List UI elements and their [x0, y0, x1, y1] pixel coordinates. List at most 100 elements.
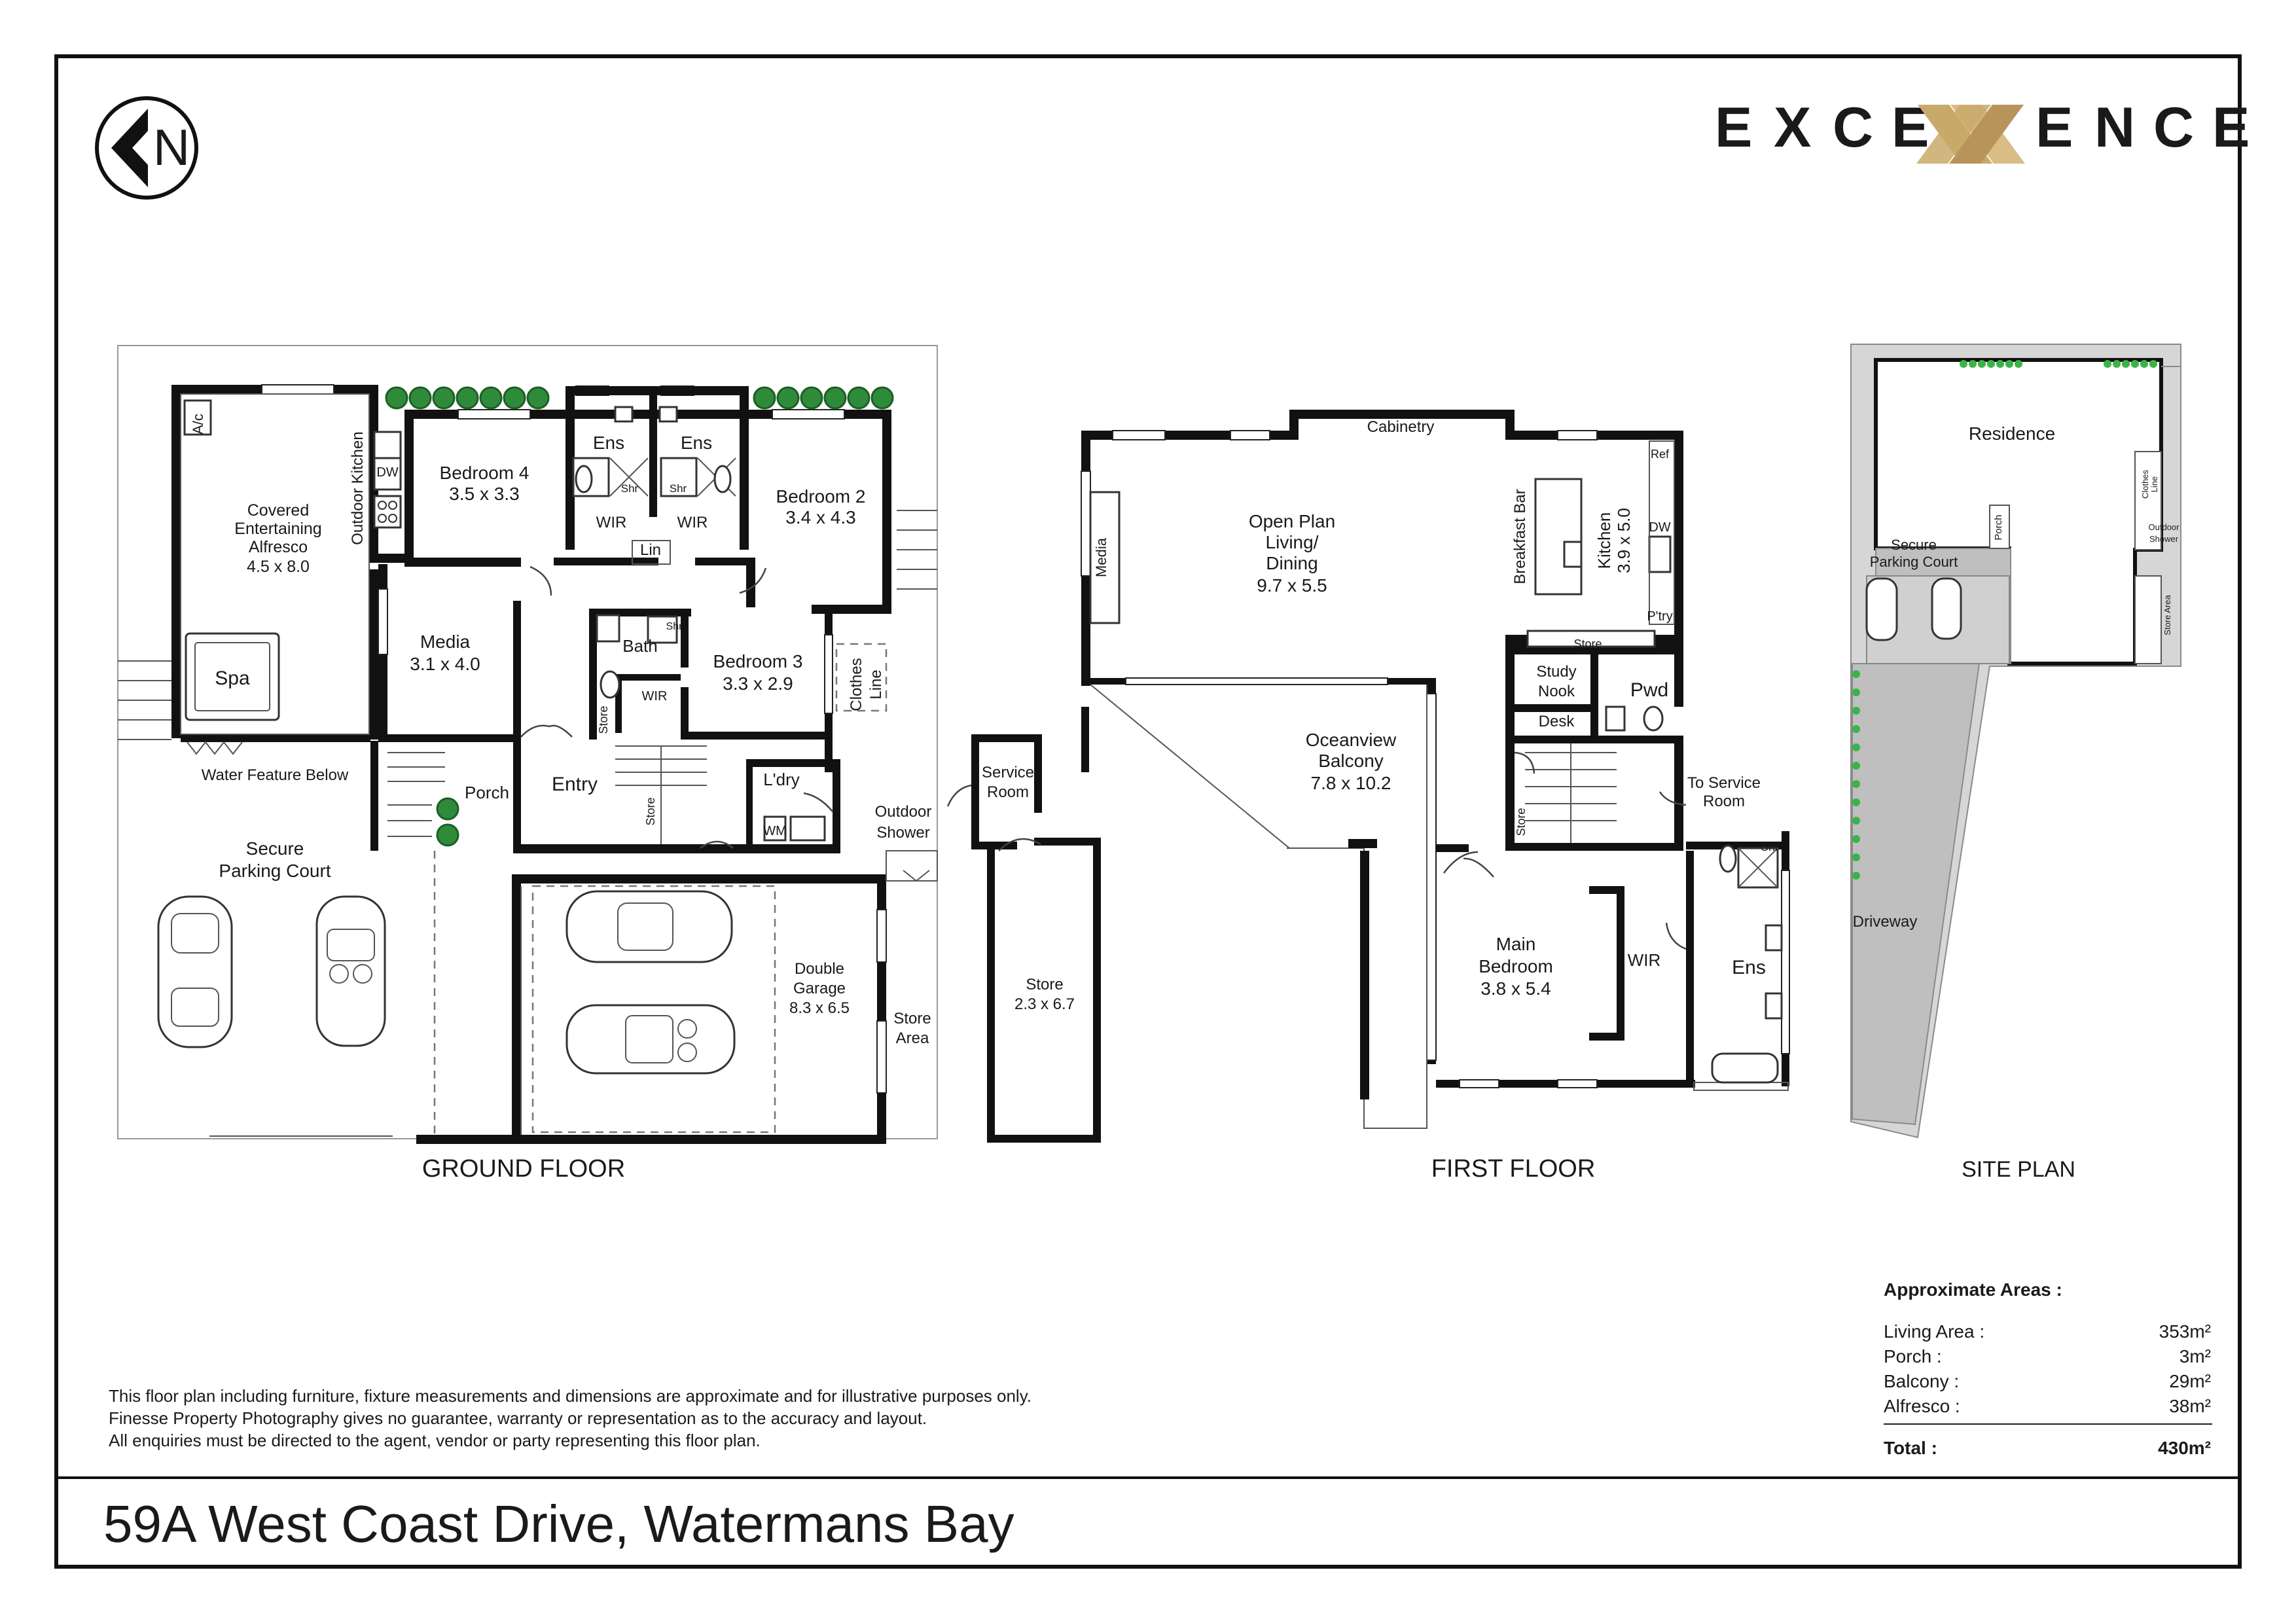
ground-left-steps — [118, 660, 171, 740]
disclaimer: This floor plan including furniture, fix… — [109, 1386, 1031, 1450]
laundry-label: L'dry — [763, 770, 800, 789]
store-area-label: Store — [893, 1010, 931, 1027]
main-bed-size: 3.8 x 5.4 — [1480, 978, 1551, 999]
study-label-2: Nook — [1538, 683, 1575, 700]
site-plan: Residence Secure Parking Court Clothes L… — [1850, 344, 2181, 1182]
clothes-line-label-2: Line — [867, 669, 885, 699]
disclaimer-line: Finesse Property Photography gives no gu… — [109, 1408, 927, 1428]
site-shrubs-top-right — [2104, 360, 2157, 368]
first-floor-plan — [1081, 410, 1790, 1129]
brand-letter-8: E — [2212, 96, 2250, 159]
alfresco-label: Covered — [247, 501, 310, 520]
bedroom-4-label: Bedroom 4 — [440, 463, 529, 483]
site-porch-label: Porch — [1993, 514, 2004, 540]
site-store-area-label: Store Area — [2162, 595, 2172, 635]
kitchen-store-label: Store — [1573, 637, 1602, 651]
first-dw-label: DW — [1649, 520, 1670, 535]
wir-left-label: WIR — [596, 514, 627, 531]
site-outdoor-shower-label-2: Shower — [2149, 534, 2179, 544]
areas-heading: Approximate Areas : — [1884, 1279, 2062, 1300]
study-label: Study — [1536, 663, 1576, 681]
brand-letter-6: N — [2094, 96, 2135, 159]
area-total-value: 430m² — [2158, 1438, 2211, 1458]
living-label: Open Plan — [1249, 511, 1335, 531]
alfresco-size: 4.5 x 8.0 — [247, 558, 310, 576]
media-size: 3.1 x 4.0 — [410, 654, 480, 674]
property-address: 59A West Coast Drive, Watermans Bay — [103, 1495, 1014, 1553]
main-bed-label: Main — [1496, 934, 1536, 954]
outdoor-shower-label-2: Shower — [876, 824, 929, 842]
alfresco-label-2: Entertaining — [234, 520, 321, 538]
service-block: Service Room Store 2.3 x 6.7 — [946, 734, 1101, 1143]
site-residence-label: Residence — [1969, 423, 2055, 444]
area-row-value: 353m² — [2159, 1321, 2211, 1342]
garage-label-2: Garage — [793, 980, 846, 997]
brand-letter-5: E — [2036, 96, 2073, 159]
ens-left-label: Ens — [593, 433, 624, 453]
compass-letter: N — [153, 118, 190, 176]
ground-internal-stair — [615, 745, 707, 844]
porch-label: Porch — [465, 783, 509, 802]
monogram-icon — [1916, 105, 2025, 164]
site-clothes-line-label: Clothes — [2140, 469, 2150, 499]
brand-letter-1: E — [1715, 96, 1752, 159]
spa-label: Spa — [215, 668, 250, 689]
desk-label: Desk — [1539, 713, 1575, 730]
pwd-label: Pwd — [1630, 679, 1668, 701]
bedroom-3-size: 3.3 x 2.9 — [723, 673, 793, 694]
first-stair-store-label: Store — [1515, 808, 1528, 836]
bath-shr-label: Shr — [666, 621, 683, 632]
service-room-label: Service — [982, 764, 1034, 781]
store-size: 2.3 x 6.7 — [1014, 995, 1075, 1013]
site-car-icon — [1865, 577, 1962, 641]
service-room-label-2: Room — [987, 783, 1029, 801]
first-media-label: Media — [1093, 537, 1109, 577]
stair-store-label: Store — [644, 797, 657, 825]
area-row-label: Balcony : — [1884, 1371, 1959, 1391]
kitchen-label: Kitchen — [1594, 512, 1614, 569]
entry-label: Entry — [552, 774, 598, 795]
balcony-size: 7.8 x 10.2 — [1311, 773, 1391, 793]
bath-store-label: Store — [597, 705, 610, 734]
area-row-label: Living Area : — [1884, 1321, 1984, 1342]
clothes-line-label: Clothes — [848, 658, 865, 711]
lin-label: Lin — [640, 541, 661, 559]
water-feature-label: Water Feature Below — [202, 766, 349, 784]
ground-floor-title: GROUND FLOOR — [422, 1155, 625, 1183]
main-ens-label: Ens — [1732, 957, 1766, 978]
site-shrubs-top-left — [1960, 360, 2022, 368]
disclaimer-line: All enquiries must be directed to the ag… — [109, 1431, 761, 1450]
site-driveway-label: Driveway — [1853, 913, 1918, 931]
area-row-label: Alfresco : — [1884, 1396, 1960, 1416]
parking-label-2: Parking Court — [219, 861, 331, 881]
ac-label: A/c — [190, 414, 206, 435]
ground-right-steps — [897, 510, 937, 590]
porch-steps — [387, 752, 445, 837]
brand-logo: E X C E E N C E — [1715, 96, 2250, 164]
first-floor-stair — [1525, 743, 1617, 843]
parking-label: Secure — [246, 838, 304, 859]
alfresco-dw-label: DW — [376, 465, 398, 480]
car-icon — [157, 895, 233, 1048]
media-label: Media — [420, 632, 471, 652]
areas-table: Approximate Areas : Living Area : 353m² … — [1884, 1279, 2212, 1458]
wm-label: WM — [763, 824, 787, 838]
balcony-label-2: Balcony — [1318, 751, 1384, 771]
ground-shrubs-left — [385, 386, 550, 410]
spa — [185, 632, 280, 721]
area-row-value: 29m² — [2169, 1371, 2211, 1391]
living-size: 9.7 x 5.5 — [1257, 575, 1327, 596]
first-floor-labels: Cabinetry Media Open Plan Living/ Dining… — [1093, 418, 1779, 1183]
shr-right-label: Shr — [670, 482, 687, 495]
living-label-3: Dining — [1266, 553, 1318, 573]
main-wir-label: WIR — [1628, 950, 1661, 970]
car-icon — [565, 1004, 736, 1075]
site-clothes-line-label-2: Line — [2149, 476, 2159, 493]
bedroom-3-label: Bedroom 3 — [713, 651, 803, 671]
car-icon — [565, 890, 733, 963]
outdoor-shower-label: Outdoor — [875, 803, 932, 821]
garage-label: Double — [795, 960, 844, 978]
bedroom-2-label: Bedroom 2 — [776, 486, 866, 507]
store-area-label-2: Area — [896, 1029, 929, 1047]
